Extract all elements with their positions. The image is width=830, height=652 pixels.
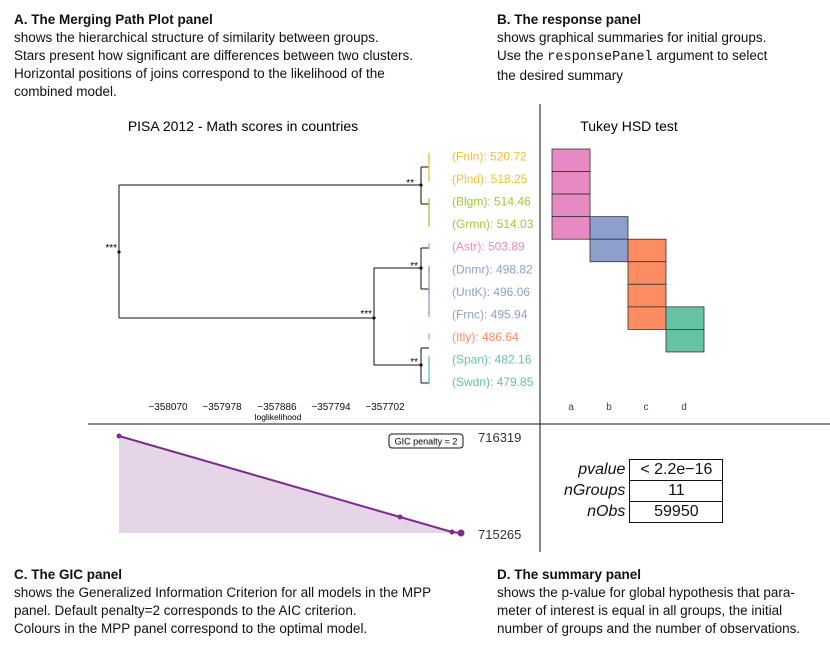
summary-key: pvalue — [578, 461, 626, 478]
tukey-cell — [551, 171, 591, 195]
group-label: (Fnln): 520.72 — [452, 150, 527, 164]
caption-c: C. The GIC panel shows the Generalized I… — [14, 566, 431, 638]
stars-top: ** — [406, 178, 414, 189]
xtick-labels: −358070 −357978 −357886 −357794 −357702 — [148, 402, 405, 413]
caption-b-code: responsePanel — [547, 50, 653, 65]
gic-area — [119, 436, 461, 533]
gic-line — [118, 435, 462, 534]
gic-point — [397, 514, 403, 520]
caption-c-line: shows the Generalized Information Criter… — [14, 585, 432, 600]
caption-b-line: the desired summary — [497, 68, 624, 83]
group-label: (UntK): 496.06 — [452, 285, 530, 299]
xaxis-label: loglikelihood — [255, 412, 302, 422]
tukey-cell — [551, 148, 591, 172]
group-label: (Blgm): 514.46 — [452, 195, 531, 209]
tukey-column-label: a — [568, 402, 574, 413]
caption-c-line: panel. Default penalty=2 corresponds to … — [14, 603, 357, 618]
group-label: (Span): 482.16 — [452, 352, 532, 366]
gic-ymax: 716319 — [478, 430, 521, 445]
gic-point — [449, 529, 455, 535]
group-label: (Grmn): 514.03 — [452, 217, 534, 231]
tukey-column-label: d — [681, 402, 687, 413]
summary-value: 11 — [629, 480, 724, 502]
group-label: (Itly): 486.64 — [452, 330, 519, 344]
tukey-column-labels: a b c d — [568, 402, 687, 413]
caption-b-title: B. The response panel — [497, 12, 642, 27]
tukey-cell — [627, 238, 667, 263]
summary-key: nObs — [587, 503, 626, 520]
caption-a-title: A. The Merging Path Plot panel — [14, 12, 213, 27]
caption-a-line: Stars present how significant are differ… — [14, 48, 413, 63]
summary-value: < 2.2e−16 — [629, 459, 724, 481]
xtick-label: −357794 — [311, 402, 351, 413]
gic-badge: GIC penalty = 2 — [395, 437, 458, 447]
caption-c-line: Colours in the MPP panel correspond to t… — [14, 621, 368, 636]
tukey-cell — [589, 216, 629, 240]
caption-d-line: meter of interest is equal in all groups… — [497, 603, 783, 618]
tukey-cell — [665, 328, 705, 353]
caption-a-line: combined model. — [14, 84, 117, 99]
group-label: (Frnc): 495.94 — [452, 307, 528, 321]
caption-d-title: D. The summary panel — [497, 567, 642, 582]
tukey-cell — [627, 261, 667, 285]
tukey-cell — [627, 283, 667, 308]
caption-d: D. The summary panel shows the p-value f… — [497, 566, 800, 638]
node-dot — [372, 316, 376, 320]
caption-c-title: C. The GIC panel — [14, 567, 123, 582]
gic-ymin: 715265 — [478, 527, 521, 542]
group-labels: (Fnln): 520.72 (Plnd): 518.25 (Blgm): 514.… — [452, 150, 534, 390]
stars-lower: *** — [360, 309, 372, 320]
caption-a-line: Horizontal positions of joins correspond… — [14, 66, 385, 81]
stars-bottom: ** — [410, 357, 418, 368]
tukey-title: Tukey HSD test — [580, 118, 678, 134]
stars-root: *** — [105, 243, 117, 254]
stars-mid: ** — [410, 261, 418, 272]
summary-row: nObs 59950 — [560, 501, 724, 523]
tukey-cell — [589, 238, 629, 263]
caption-b-line: argument to select — [652, 48, 768, 63]
dendrogram — [118, 166, 429, 384]
tukey-cell — [665, 306, 705, 330]
summary-value: 59950 — [629, 501, 724, 523]
node-dots — [117, 183, 423, 367]
tukey-cell — [551, 216, 591, 240]
gic-points — [116, 433, 465, 537]
caption-a-line: shows the hierarchical structure of simi… — [14, 30, 379, 45]
node-dot — [419, 183, 423, 187]
tukey-cell — [627, 306, 667, 330]
caption-a: A. The Merging Path Plot panel shows the… — [14, 11, 413, 101]
tukey-cells — [551, 148, 705, 353]
group-label: (Dnmr): 498.82 — [452, 262, 533, 276]
caption-d-line: number of groups and the number of obser… — [497, 621, 801, 636]
gic-point-optimal — [457, 529, 465, 537]
tukey-column-label: b — [606, 402, 612, 413]
gic-point — [116, 433, 122, 439]
node-dot — [419, 266, 423, 270]
mpp-title: PISA 2012 - Math scores in countries — [128, 118, 358, 134]
node-dot — [117, 250, 121, 254]
gic-badge-box — [388, 433, 464, 449]
caption-b-line: Use the — [497, 48, 548, 63]
caption-d-line: shows the p-value for global hypothesis … — [497, 585, 795, 600]
summary-key: nGroups — [564, 482, 626, 499]
tukey-cell — [551, 193, 591, 218]
summary-table: pvalue < 2.2e−16 nGroups 11 nObs 59950 — [560, 459, 724, 523]
group-label: (Astr): 503.89 — [452, 240, 525, 254]
caption-b-line: shows graphical summaries for initial gr… — [497, 30, 767, 45]
tukey-column-label: c — [644, 402, 649, 413]
caption-b: B. The response panel shows graphical su… — [497, 11, 767, 85]
xtick-label: −358070 — [148, 402, 188, 413]
xtick-label: −357978 — [202, 402, 242, 413]
xtick-label: −357702 — [365, 402, 405, 413]
group-label: (Plnd): 518.25 — [452, 172, 528, 186]
summary-row: pvalue < 2.2e−16 — [560, 459, 724, 481]
node-dot — [419, 363, 423, 367]
summary-row: nGroups 11 — [560, 480, 724, 502]
group-label: (Swdn): 479.85 — [452, 375, 534, 389]
xtick-label: −357886 — [257, 402, 297, 413]
